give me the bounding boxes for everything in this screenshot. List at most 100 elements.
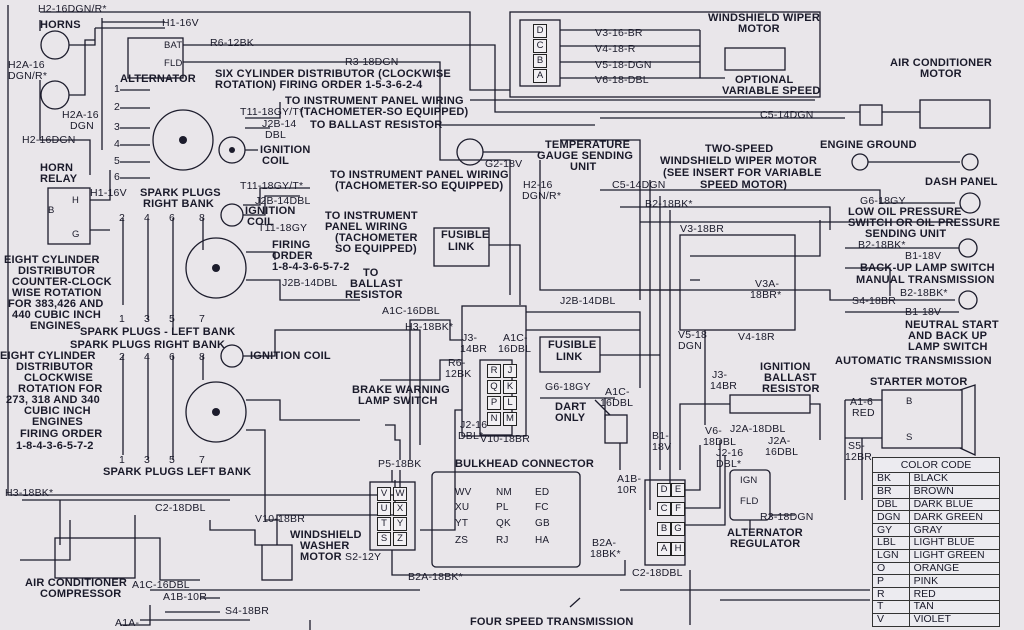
plug-number: 8	[199, 351, 206, 363]
to-ip-label: (TACHOMETER	[335, 232, 418, 244]
wire-label: A1-6	[850, 396, 873, 408]
wire-label: 16DBL	[600, 397, 634, 409]
washer-label: MOTOR	[300, 551, 342, 563]
eight-cyl-label: CLOCKWISE	[24, 372, 94, 384]
plug-number: 2	[119, 212, 126, 224]
wire-label: S5-	[848, 440, 865, 452]
ballast-label: BALLAST	[764, 372, 817, 384]
temp-gauge-label: GAUGE SENDING	[537, 150, 634, 162]
wire-label: A1B-	[617, 473, 642, 485]
connector-pin: C	[657, 502, 671, 516]
wire-label: 12BR	[845, 451, 873, 463]
to-ballast-label: TO BALLAST RESISTOR	[310, 119, 443, 131]
engine-ground-label: ENGINE GROUND	[820, 139, 917, 151]
bulkhead-pin: T	[377, 517, 391, 531]
wire-label: B1-18V	[905, 250, 942, 262]
connector-pin: P	[487, 396, 501, 410]
fusible-link-label: LINK	[448, 241, 475, 253]
wire-label: J2A-18DBL	[730, 423, 786, 435]
connector-pin: K	[503, 380, 517, 394]
wire-label: J2B-14DBL	[560, 295, 616, 307]
wire-label: 18V	[652, 441, 672, 453]
fld-label: FLD	[740, 496, 759, 507]
wire-label: H3-18BK*	[405, 321, 454, 333]
wire-label: B2-18BK*	[645, 198, 693, 210]
ignition-coil-label: IGNITION	[260, 144, 311, 156]
six-cyl-label: SIX CYLINDER DISTRIBUTOR (CLOCKWISE	[215, 68, 451, 80]
bulkhead-label: BULKHEAD CONNECTOR	[455, 458, 595, 470]
ignition-coil-label: COIL	[262, 155, 290, 167]
wire-label: R3-18DGN	[345, 56, 399, 68]
wire-label: R6-	[448, 357, 466, 369]
wire-label: H2-16DGN	[22, 134, 76, 146]
eight-cyl-label: FOR 383,426 AND	[8, 298, 104, 310]
eight-cyl-label: 440 CUBIC INCH	[12, 309, 101, 321]
bat-label: BAT	[164, 40, 183, 51]
wire-label: B1-	[652, 430, 669, 442]
regulator-label: ALTERNATOR	[727, 527, 803, 539]
ignition-coil-label: IGNITION COIL	[250, 350, 331, 362]
connector-pin: A	[657, 542, 671, 556]
wire-label: H2A-16	[8, 59, 45, 71]
four-speed-label: FOUR SPEED TRANSMISSION	[470, 616, 634, 628]
wire-label: A1C-16DBL	[132, 579, 190, 591]
wire-label: T11-18GY/T*	[240, 180, 304, 192]
bulkhead-pin: Y	[393, 517, 407, 531]
plug-number: 7	[199, 454, 206, 466]
connector-pin: R	[487, 364, 501, 378]
connector-pin: D	[657, 483, 671, 497]
wire-label: B2A-	[592, 537, 617, 549]
spark-plugs-label: SPARK PLUGS LEFT BANK	[103, 466, 252, 478]
plug-number: 5	[114, 155, 121, 167]
wire-label: A1C-	[605, 386, 630, 398]
ac-compressor-label: AIR CONDITIONER	[25, 577, 127, 589]
plug-number: 6	[169, 351, 176, 363]
eight-cyl-label: EIGHT CYLINDER	[4, 254, 100, 266]
plug-number: 2	[119, 351, 126, 363]
eight-cyl-label: FIRING ORDER	[20, 428, 103, 440]
wire-label: 14BR	[710, 380, 738, 392]
eight-cyl-label: ENGINES	[32, 416, 83, 428]
bulkhead-pin: ZS	[455, 535, 469, 546]
wire-label: T11-18GY/T*	[240, 106, 304, 118]
wire-label: A1A-	[115, 617, 140, 629]
to-ip-label: (TACHOMETER-SO EQUIPPED)	[300, 106, 469, 118]
ac-motor-label: MOTOR	[920, 68, 962, 80]
connector-pin: G	[671, 522, 685, 536]
wire-label: P5-18BK	[378, 458, 422, 470]
firing-order-label: ORDER	[272, 250, 313, 262]
wire-label: A1B-10R	[163, 591, 208, 603]
neutral-label: LAMP SWITCH	[908, 341, 988, 353]
ac-compressor-label: COMPRESSOR	[40, 588, 122, 600]
connector-pin: N	[487, 412, 501, 426]
wire-label: H1-16V	[162, 17, 199, 29]
wire-label: B2A-18BK*	[408, 571, 463, 583]
brake-warning-label: LAMP SWITCH	[358, 395, 438, 407]
wire-label: H2-16DGN/R*	[38, 3, 107, 15]
wire-label: 14BR	[460, 343, 488, 355]
six-cyl-label: ROTATION) FIRING ORDER 1-5-3-6-2-4	[215, 79, 423, 91]
connector-pin: H	[671, 542, 685, 556]
bulkhead-pin: X	[393, 502, 407, 516]
wire-label: J2B-14DBL	[282, 277, 338, 289]
wire-label: H1-16V	[90, 187, 127, 199]
dart-label: ONLY	[555, 412, 586, 424]
eight-cyl-label: ENGINES	[30, 320, 81, 332]
eight-cyl-label: 1-8-4-3-6-5-7-2	[16, 440, 94, 452]
neutral-label: NEUTRAL START	[905, 319, 999, 331]
plug-number: 3	[144, 313, 151, 325]
wiper-pin: A	[533, 69, 547, 83]
plug-number: 6	[169, 212, 176, 224]
wire-label: V3-18BR	[680, 223, 725, 235]
wire-label: 18DBL	[703, 436, 737, 448]
wire-label: V6-	[705, 425, 722, 437]
two-speed-label: SPEED MOTOR)	[700, 179, 788, 191]
wiper-motor-label: MOTOR	[738, 23, 780, 35]
